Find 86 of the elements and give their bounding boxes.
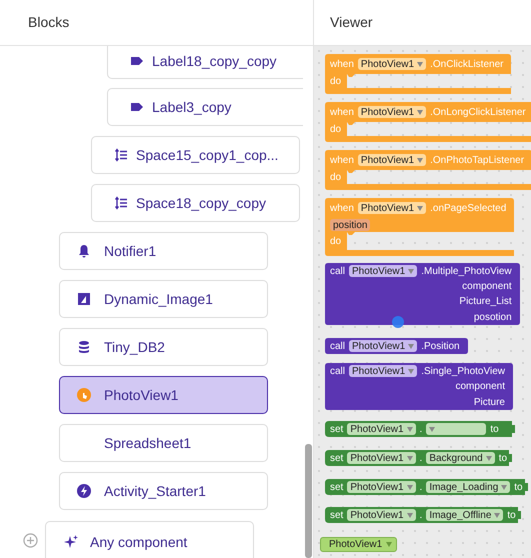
dropdown-field (426, 423, 486, 435)
block-keyword: posotion (474, 312, 512, 322)
dropdown-field: Background (426, 452, 495, 464)
setter-block (325, 507, 524, 523)
dropdown-field: PhotoView1 (358, 202, 426, 214)
block-keyword: .Multiple_PhotoView (421, 266, 512, 276)
block-keyword: . (420, 482, 422, 492)
block-keyword: .OnLongClickListener (430, 106, 526, 118)
list-item (59, 424, 268, 462)
block-keyword: set (330, 452, 344, 464)
block-keyword: .Single_PhotoView (421, 366, 505, 376)
dropdown-field: PhotoView1 (358, 58, 426, 70)
event-block (325, 54, 512, 94)
list-item (59, 232, 268, 270)
getter-block: PhotoView1 (320, 537, 398, 552)
component-name: Label3_copy (152, 99, 232, 115)
block-keyword: to (514, 482, 523, 492)
setter-block (325, 421, 518, 437)
dropdown-field: PhotoView1 (347, 509, 416, 521)
method-call-block (325, 338, 468, 354)
block-keyword: do (330, 76, 342, 86)
block-keyword: when (330, 202, 354, 214)
method-call-block (325, 263, 520, 325)
component-name: Space18_copy_copy (136, 195, 266, 211)
list-item (59, 328, 268, 366)
block-keyword: do (330, 172, 342, 182)
block-keyword: . (420, 510, 422, 520)
list-item (91, 136, 300, 174)
block-keyword: . (420, 452, 422, 464)
list-item (59, 280, 268, 318)
block-keyword: component (456, 381, 505, 392)
block-keyword: do (330, 236, 342, 246)
block-keyword: Picture (474, 396, 505, 408)
list-item (45, 521, 254, 558)
block-keyword: to (490, 424, 499, 434)
list-item (107, 46, 303, 79)
component-name: Any component (90, 534, 188, 550)
block-keyword: when (330, 154, 354, 166)
panel-heading: Viewer (330, 14, 373, 30)
dropdown-field: PhotoView1 (347, 481, 416, 493)
event-block (325, 150, 531, 190)
block-keyword: .onPageSelected (430, 202, 506, 214)
block-keyword: to (498, 452, 508, 464)
block-keyword: call (330, 266, 346, 276)
block-keyword: set (330, 482, 344, 492)
component-name: Space15_copy1_cop... (136, 147, 278, 163)
block-keyword: set (330, 510, 344, 520)
block-keyword: . (420, 424, 422, 434)
block-keyword: .Position (421, 340, 460, 352)
event-block (325, 102, 531, 142)
list-item (91, 184, 300, 222)
block-keyword: .OnPhotoTapListener (430, 154, 524, 166)
component-name: PhotoView1 (104, 387, 178, 403)
dropdown-field: PhotoView1 (349, 365, 418, 377)
list-item (59, 472, 268, 510)
dropdown-field: PhotoView1 (347, 452, 416, 464)
dropdown-field: Image_Loading (426, 481, 510, 493)
event-block (325, 198, 514, 256)
panel-heading: Blocks (28, 14, 70, 30)
component-name: Dynamic_Image1 (104, 291, 213, 307)
component-name: Label18_copy_copy (152, 52, 277, 68)
method-call-block (325, 363, 513, 410)
setter-block (325, 479, 531, 495)
dropdown-field: PhotoView1 (347, 423, 416, 435)
block-keyword: component (462, 281, 512, 292)
parameter-field: position (330, 219, 370, 231)
block-keyword: .OnClickListener (430, 58, 504, 70)
component-name: Spreadsheet1 (104, 435, 192, 451)
block-keyword: do (330, 124, 342, 134)
dropdown-field: PhotoView1 (358, 106, 426, 118)
block-keyword: when (330, 106, 354, 118)
list-item (107, 88, 303, 126)
selected-list-item (59, 376, 268, 414)
component-name: Tiny_DB2 (104, 339, 165, 355)
component-name: Activity_Starter1 (104, 483, 206, 499)
block-keyword: Picture_List (459, 296, 512, 307)
dropdown-field: Image_Offline (426, 509, 504, 521)
block-keyword: to (507, 510, 516, 520)
dropdown-field: PhotoView1 (349, 265, 418, 277)
component-name: Notifier1 (104, 243, 156, 259)
block-keyword: when (330, 58, 354, 70)
block-keyword: call (330, 340, 346, 352)
block-keyword: set (330, 424, 344, 434)
dropdown-field: PhotoView1 (349, 340, 418, 352)
dropdown-field: PhotoView1 (358, 154, 426, 166)
block-keyword: call (330, 366, 346, 376)
